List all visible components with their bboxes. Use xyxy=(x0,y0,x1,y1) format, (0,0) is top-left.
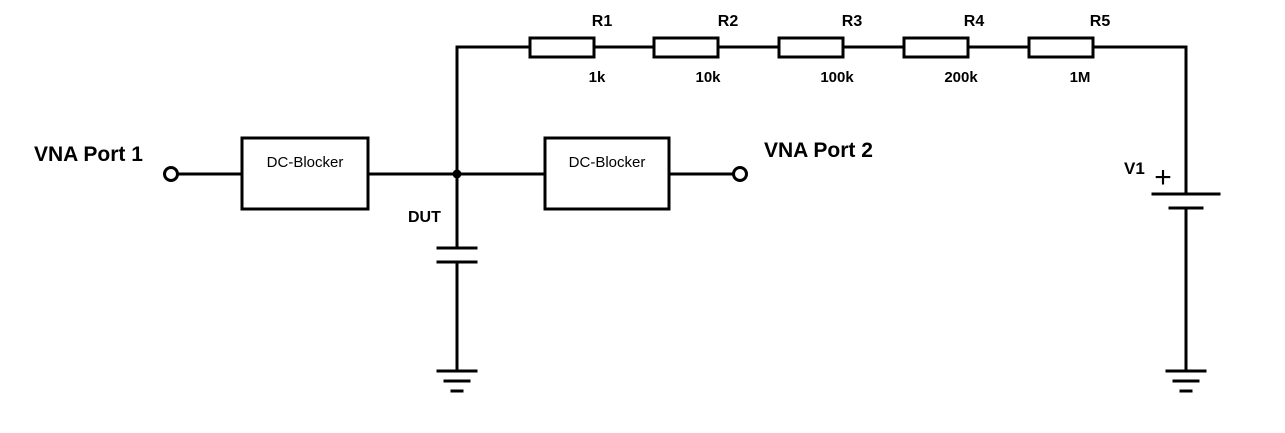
r4-name-label: R4 xyxy=(964,13,985,30)
dut-capacitor: DUT xyxy=(408,209,478,264)
vna-port-1: VNA Port 1 xyxy=(34,143,179,182)
port1-terminal xyxy=(163,166,179,182)
r3-name-label: R3 xyxy=(842,13,863,30)
dc-blocker-2-label: DC-Blocker xyxy=(569,154,646,171)
port1-label: VNA Port 1 xyxy=(34,143,143,166)
r2-body xyxy=(652,36,720,59)
r2-name-label: R2 xyxy=(718,13,739,30)
port2-terminal xyxy=(732,166,748,182)
dut-label: DUT xyxy=(408,209,441,226)
dc-blocker-2-body xyxy=(543,136,671,211)
port2-label: VNA Port 2 xyxy=(764,139,873,162)
resistor-r5: R5 1M xyxy=(1027,13,1111,86)
wires xyxy=(176,45,1188,373)
v1-name-label: V1 xyxy=(1124,159,1145,178)
dc-blocker-1-label: DC-Blocker xyxy=(267,154,344,171)
resistor-r3: R3 100k xyxy=(777,13,863,86)
r5-value-label: 1M xyxy=(1070,69,1091,86)
voltage-source-v1: V1 + xyxy=(1124,159,1221,210)
r1-value-label: 1k xyxy=(589,69,606,86)
r3-value-label: 100k xyxy=(820,69,854,86)
r1-name-label: R1 xyxy=(592,13,613,30)
r4-value-label: 200k xyxy=(944,69,978,86)
vna-port-2: VNA Port 2 xyxy=(732,139,873,182)
junction-dot xyxy=(452,169,462,179)
resistor-r2: R2 10k xyxy=(652,13,739,86)
resistor-r4: R4 200k xyxy=(902,13,985,86)
dc-blocker-2: DC-Blocker xyxy=(543,136,671,211)
r4-body xyxy=(902,36,970,59)
ground-symbol-right xyxy=(1165,369,1207,393)
dc-blocker-1-body xyxy=(240,136,370,211)
resistor-r1: R1 1k xyxy=(528,13,613,86)
r1-body xyxy=(528,36,596,59)
r5-body xyxy=(1027,36,1095,59)
ground-symbol-left xyxy=(436,369,478,393)
r2-value-label: 10k xyxy=(695,69,721,86)
r5-name-label: R5 xyxy=(1090,13,1111,30)
r3-body xyxy=(777,36,845,59)
dc-blocker-1: DC-Blocker xyxy=(240,136,370,211)
v1-plus-sign: + xyxy=(1154,161,1172,194)
